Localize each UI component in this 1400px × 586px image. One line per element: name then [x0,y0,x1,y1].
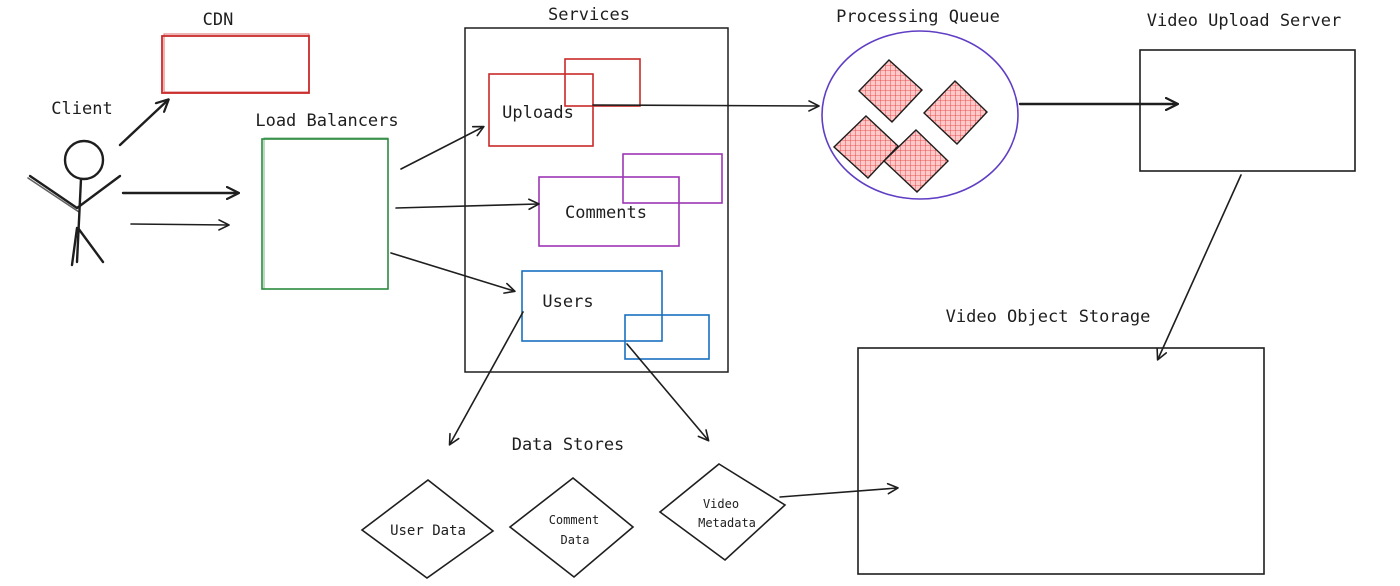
services-container: Services Uploads Comments Users [464,5,729,373]
arrow-icon [395,198,540,211]
stick-figure-icon [27,139,122,267]
video-upload-server-label: Video Upload Server [1147,11,1341,31]
video-metadata-label: Video [703,497,739,511]
arrows [118,100,1242,498]
services-label: Services [548,5,630,25]
arrow-icon [130,219,230,231]
users-service: Users [521,270,710,360]
uploads-service: Uploads [488,58,641,147]
video-object-storage-label: Video Object Storage [946,307,1151,327]
hatched-diamond-icon [882,129,949,193]
video-metadata-label: Metadata [698,516,756,530]
video-metadata-store: Video Metadata [658,463,787,562]
comments-service: Comments [538,153,723,247]
uploads-label: Uploads [502,103,574,123]
comment-data-store: Comment Data [508,476,635,579]
arrow-icon [592,100,820,112]
arrow-icon [400,125,485,170]
users-label: Users [542,292,593,312]
hatched-diamond-icon [832,115,899,179]
arrow-icon [779,482,899,498]
arrow-icon [1156,174,1242,361]
user-data-store: User Data [360,478,495,579]
arrow-icon [448,311,524,446]
hatched-diamond-icon [923,80,988,145]
comments-label: Comments [565,203,647,223]
arrow-icon [626,343,710,442]
hatched-diamond-icon [858,59,923,123]
video-object-storage: Video Object Storage [857,307,1265,575]
video-upload-server: Video Upload Server [1139,11,1356,172]
comment-data-label: Data [561,533,590,547]
cdn-label: CDN [203,10,234,30]
load-balancers-label: Load Balancers [255,111,398,131]
processing-queue: Processing Queue [821,7,1019,200]
load-balancer-box: Load Balancers [255,111,399,290]
data-stores: Data Stores User Data Comment Data Video… [360,435,787,579]
client-figure: Client [27,99,122,267]
user-data-label: User Data [390,523,466,539]
comment-data-label: Comment [549,513,600,527]
client-label: Client [51,99,112,119]
arrow-icon [390,252,516,294]
arrow-icon [118,100,168,147]
cdn-box: CDN [161,10,310,94]
data-stores-label: Data Stores [512,435,625,455]
processing-queue-label: Processing Queue [836,7,1000,27]
